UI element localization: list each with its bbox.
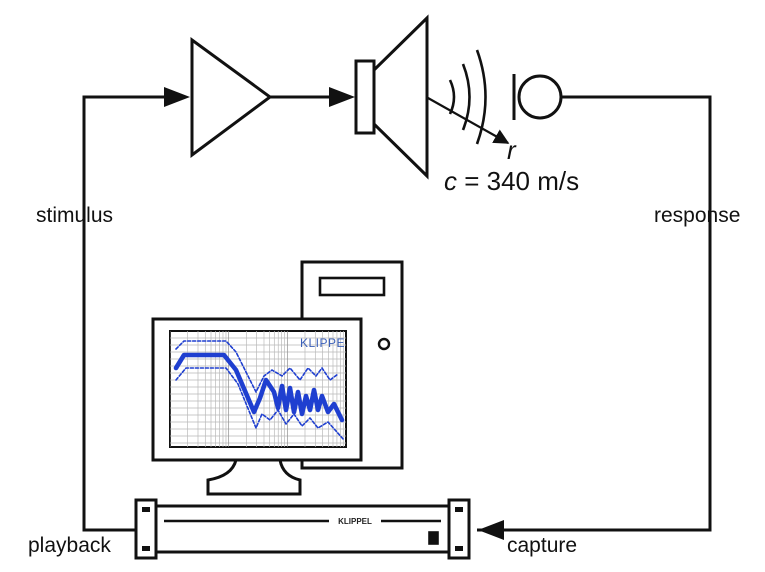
monitor: KLIPPEL (151, 317, 363, 496)
plot-upper-limit (175, 340, 339, 393)
screen-brand-logo: KLIPPEL (300, 336, 352, 350)
unit-power-switch (428, 531, 439, 545)
response-label: response (654, 204, 740, 227)
plot-measured-response (173, 352, 345, 423)
distance-symbol: r (507, 135, 517, 165)
sound-waves-icon (448, 49, 487, 145)
arrow-into-hardware (478, 520, 504, 540)
loudspeaker (354, 14, 429, 180)
response-wire (477, 95, 712, 532)
screen-plot: KLIPPEL (170, 331, 352, 447)
arrowheads (164, 87, 504, 540)
stimulus-label: stimulus (36, 204, 113, 227)
unit-body (154, 504, 451, 554)
speed-symbol: c (444, 166, 457, 196)
plot-traces (173, 340, 345, 441)
stimulus-wire (82, 95, 186, 532)
arrow-into-amplifier (164, 87, 190, 107)
hardware-brand-logo: KLIPPEL (338, 517, 372, 526)
monitor-stand (206, 458, 302, 496)
microphone-icon (512, 74, 563, 120)
distance-arrow (427, 97, 510, 144)
speed-value: = 340 m/s (457, 166, 579, 196)
speaker-magnet (354, 59, 376, 135)
tower-drive-bay (318, 276, 386, 297)
tower-power-led (377, 337, 391, 351)
speed-of-sound-formula: c = 340 m/s (444, 166, 579, 196)
arrow-into-speaker (329, 87, 355, 107)
audio-interface-unit (134, 498, 471, 560)
amplifier-triangle (190, 37, 273, 158)
speaker-cone (372, 14, 429, 180)
playback-label: playback (28, 534, 111, 557)
capture-label: capture (507, 534, 577, 557)
unit-rack-screws (142, 507, 463, 551)
